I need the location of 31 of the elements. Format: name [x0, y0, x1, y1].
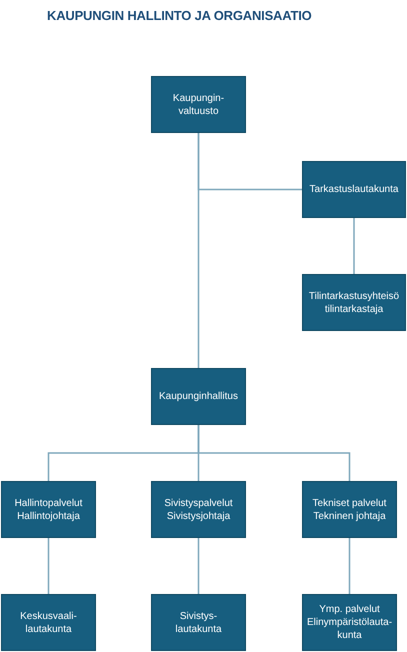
unit-name: Sivistysjohtaja	[166, 510, 230, 522]
org-unit-box	[302, 481, 397, 538]
unit-name: Kaupunginhallitus	[159, 390, 238, 403]
unit-name: Tekniset palvelut	[312, 496, 386, 510]
unit-name: Sivistyspalvelut	[164, 496, 233, 510]
unit-name: Sivistys-lautakunta	[174, 610, 223, 636]
unit-name: Hallintopalvelut	[14, 496, 82, 510]
org-unit-box	[1, 594, 96, 651]
org-unit-box	[302, 594, 397, 651]
org-unit-box	[302, 161, 406, 218]
org-unit-box	[1, 481, 96, 538]
unit-name: Elinympäristölauta-kunta	[306, 616, 392, 642]
connector-line	[198, 538, 200, 594]
connector-line	[198, 425, 350, 481]
unit-name: Kaupungin-valtuusto	[172, 92, 226, 118]
diagram-title: KAUPUNGIN HALLINTO JA ORGANISAATIO	[47, 8, 312, 23]
unit-name: Hallintojohtaja	[17, 510, 80, 522]
connector-line	[348, 538, 350, 594]
org-unit-box	[151, 594, 246, 651]
connector-line	[48, 538, 50, 594]
unit-name: Tekninen johtaja	[313, 510, 386, 522]
connector-line	[353, 218, 355, 274]
unit-name: Tarkastuslautakunta	[310, 183, 398, 196]
unit-name: Keskusvaali-lautakunta	[19, 610, 78, 636]
org-unit-box	[302, 274, 406, 331]
connector-line	[198, 133, 200, 368]
org-unit-box	[151, 481, 246, 538]
org-unit-box	[151, 368, 246, 425]
unit-name: Tilintarkastusyhteisö tilintarkastaja	[308, 290, 400, 316]
org-unit-box	[151, 76, 246, 133]
unit-name: Ymp. palvelut	[319, 603, 380, 616]
